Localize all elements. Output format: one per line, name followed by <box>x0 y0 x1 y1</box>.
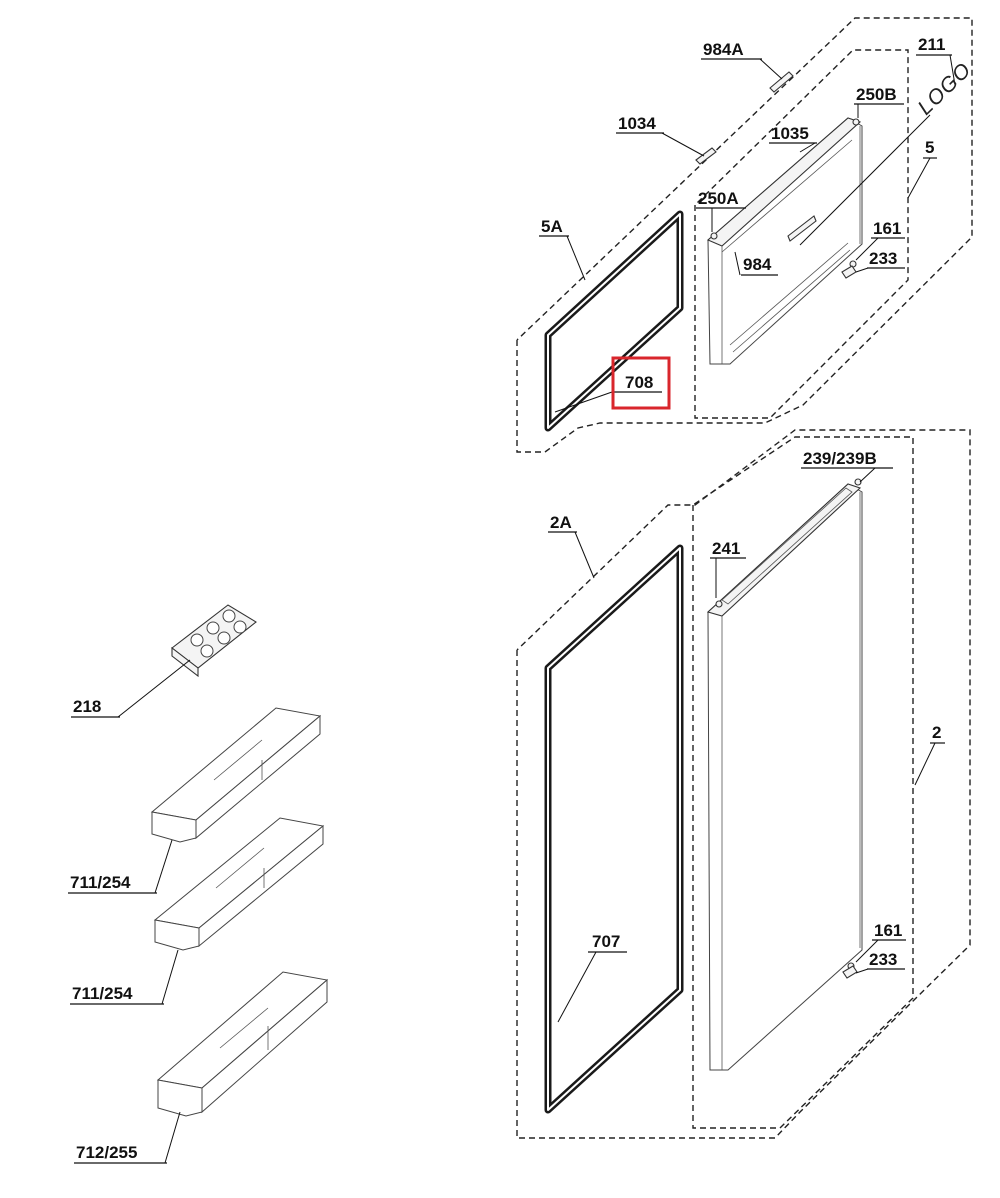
label-2: 2 <box>932 723 941 742</box>
label-2A: 2A <box>550 513 572 532</box>
callout-239: 239/239B <box>801 449 893 469</box>
callout-984A: 984A <box>701 40 762 60</box>
callout-5: 5 <box>923 138 937 159</box>
callout-2A: 2A <box>548 513 577 533</box>
label-1035: 1035 <box>771 124 809 143</box>
part-1034 <box>695 147 717 165</box>
callout-711-a: 711/254 <box>68 873 157 894</box>
callout-708: 708 <box>611 356 671 410</box>
label-233-top: 233 <box>869 249 897 268</box>
callout-241: 241 <box>710 539 746 559</box>
label-984: 984 <box>743 255 772 274</box>
label-218: 218 <box>73 697 101 716</box>
label-241: 241 <box>712 539 740 558</box>
label-239-239B: 239/239B <box>803 449 877 468</box>
label-707: 707 <box>592 932 620 951</box>
callout-2: 2 <box>930 723 945 744</box>
label-5: 5 <box>925 138 934 157</box>
label-161-bottom: 161 <box>874 921 902 940</box>
label-711-254-a: 711/254 <box>70 873 131 892</box>
door-bin-712 <box>156 971 329 1117</box>
label-1034: 1034 <box>618 114 656 133</box>
label-712-255: 712/255 <box>76 1143 137 1162</box>
callout-250A: 250A <box>696 189 746 209</box>
callout-161-top: 161 <box>871 219 905 239</box>
callout-5A: 5A <box>539 217 569 237</box>
logo-text: LOGO <box>913 58 976 119</box>
label-984A: 984A <box>703 40 744 59</box>
leader-lines <box>117 54 956 1164</box>
callout-707: 707 <box>588 932 627 953</box>
label-5A: 5A <box>541 217 563 236</box>
callout-211: 211 <box>916 35 952 56</box>
label-161-top: 161 <box>873 219 901 238</box>
callout-712: 712/255 <box>74 1143 167 1164</box>
upper-door-group-outline <box>516 17 973 453</box>
upper-door-panel <box>706 117 863 365</box>
callout-1034: 1034 <box>616 114 664 134</box>
egg-tray-218 <box>171 604 257 678</box>
part-984A <box>769 71 794 93</box>
label-711-254-b: 711/254 <box>72 984 133 1003</box>
door-bin-711-b <box>153 817 325 951</box>
callout-233-bot: 233 <box>867 950 905 970</box>
highlight-box-708 <box>611 356 671 410</box>
label-250B: 250B <box>856 85 897 104</box>
callout-233-top: 233 <box>867 249 905 269</box>
door-bin-711-a <box>150 707 322 843</box>
callout-984: 984 <box>741 255 778 276</box>
label-233-bottom: 233 <box>869 950 897 969</box>
callout-161-bot: 161 <box>872 921 906 941</box>
lower-door-group-outline <box>516 429 971 1139</box>
callout-711-b: 711/254 <box>70 984 164 1005</box>
lower-door-panel <box>706 478 863 1071</box>
label-211: 211 <box>918 35 945 54</box>
lower-gasket-2A <box>544 544 684 1114</box>
label-708: 708 <box>625 373 653 392</box>
label-250A: 250A <box>698 189 739 208</box>
callout-218: 218 <box>71 697 120 718</box>
upper-gasket-5A <box>544 210 684 432</box>
callout-250B: 250B <box>854 85 904 105</box>
callout-1035: 1035 <box>769 124 817 144</box>
